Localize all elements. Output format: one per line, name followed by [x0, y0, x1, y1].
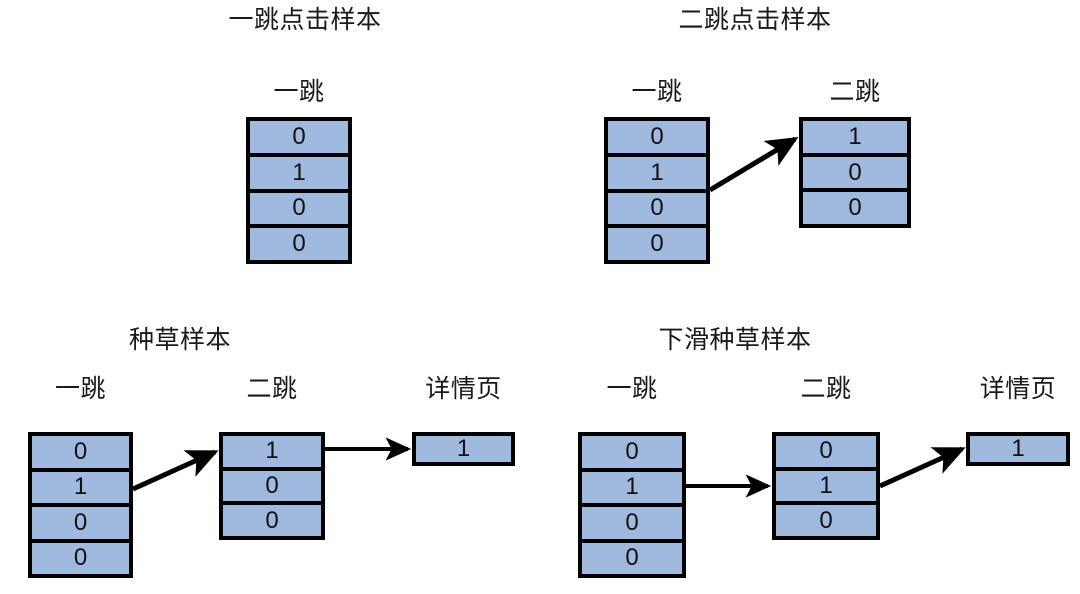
table-cell: 0 — [803, 192, 907, 225]
table-cell: 0 — [32, 507, 129, 543]
table-cell: 0 — [250, 192, 348, 229]
column-header-seeding-sample-detail: 详情页 — [425, 375, 502, 403]
arrow-two-hop-click-hop1-to-hop2 — [708, 136, 799, 193]
table-cell: 0 — [803, 156, 907, 193]
table-cell: 0 — [250, 228, 348, 260]
column-header-two-hop-click-sample-hop2: 二跳 — [829, 78, 881, 106]
table-cell: 1 — [223, 436, 321, 471]
table-seeding-sample-hop1: 0 1 0 0 — [28, 432, 133, 578]
column-header-scroll-seeding-sample-hop2: 二跳 — [800, 375, 852, 403]
arrow-seeding-hop1-to-hop2 — [131, 449, 219, 492]
table-seeding-sample-hop2: 1 0 0 — [219, 432, 325, 540]
table-cell: 0 — [223, 505, 321, 537]
arrow-scroll-seeding-hop2-to-detail — [878, 446, 966, 489]
column-header-one-hop-click-sample-hop1: 一跳 — [273, 78, 325, 106]
table-scroll-seeding-sample-hop1: 0 1 0 0 — [578, 432, 686, 578]
table-two-hop-click-sample-hop1: 0 1 0 0 — [604, 117, 710, 264]
table-cell: 0 — [582, 507, 682, 543]
table-scroll-seeding-sample-detail: 1 — [966, 432, 1070, 466]
table-cell: 0 — [608, 121, 706, 157]
table-cell: 0 — [582, 436, 682, 472]
table-cell: 1 — [32, 471, 129, 507]
table-cell: 1 — [803, 121, 907, 157]
table-cell: 1 — [582, 471, 682, 507]
panel-title-one-hop-click-sample: 一跳点击样本 — [228, 6, 382, 34]
table-two-hop-click-sample-hop2: 1 0 0 — [799, 117, 911, 228]
table-cell: 1 — [608, 156, 706, 193]
table-cell: 0 — [608, 228, 706, 260]
column-header-seeding-sample-hop1: 一跳 — [54, 375, 106, 403]
table-cell: 0 — [582, 542, 682, 574]
table-one-hop-click-sample-hop1: 0 1 0 0 — [246, 117, 352, 264]
column-header-scroll-seeding-sample-hop1: 一跳 — [606, 375, 658, 403]
table-cell: 0 — [250, 121, 348, 157]
table-seeding-sample-detail: 1 — [412, 432, 515, 466]
table-cell: 0 — [32, 542, 129, 574]
table-cell: 1 — [250, 156, 348, 193]
table-cell: 0 — [223, 470, 321, 506]
table-cell: 0 — [776, 505, 876, 537]
table-scroll-seeding-sample-hop2: 0 1 0 — [772, 432, 880, 540]
table-cell: 0 — [608, 192, 706, 229]
panel-title-seeding-sample: 种草样本 — [128, 326, 231, 354]
column-header-two-hop-click-sample-hop1: 一跳 — [631, 78, 683, 106]
table-cell: 1 — [776, 470, 876, 506]
table-cell: 0 — [32, 436, 129, 472]
column-header-scroll-seeding-sample-detail: 详情页 — [979, 375, 1057, 403]
column-header-seeding-sample-hop2: 二跳 — [246, 375, 298, 403]
panel-title-scroll-seeding-sample: 下滑种草样本 — [658, 326, 812, 354]
table-cell: 0 — [776, 436, 876, 471]
panel-title-two-hop-click-sample: 二跳点击样本 — [678, 6, 832, 34]
